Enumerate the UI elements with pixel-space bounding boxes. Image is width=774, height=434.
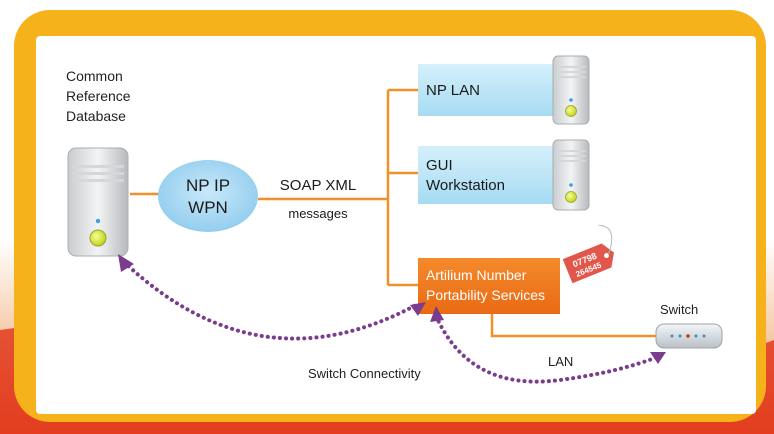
artilium-label-line2: Portability Services (426, 287, 545, 303)
arrowheads (118, 254, 666, 364)
np-ip-wpn-label-line1: NP IP (186, 176, 230, 195)
switch-connectivity-label: Switch Connectivity (308, 366, 421, 381)
connectors (130, 88, 656, 338)
lan-label: LAN (548, 354, 573, 369)
np-lan-box (418, 64, 576, 116)
database-label-line2: Reference (66, 88, 131, 104)
database-server-icon (67, 147, 129, 257)
gui-label-line2: Workstation (426, 177, 505, 194)
artilium-label-line1: Artilium Number (426, 267, 527, 283)
database-label-line3: Database (66, 108, 126, 124)
gui-label-line1: GUI (426, 157, 453, 174)
np-ip-wpn-label-line2: WPN (188, 198, 228, 217)
diagram-panel (36, 36, 756, 414)
soap-label-line1: SOAP XML (280, 177, 356, 194)
switch-device-icon (655, 323, 723, 349)
number-tag-icon (562, 224, 614, 284)
gui-workstation-box (418, 146, 576, 204)
gui-server-icon (552, 139, 590, 211)
switch-connectivity-links (122, 260, 662, 384)
np-ip-wpn-cloud (158, 160, 258, 232)
np-lan-label: NP LAN (426, 82, 480, 99)
artilium-box (418, 258, 560, 314)
switch-label: Switch (660, 302, 698, 317)
soap-label-line2: messages (288, 206, 348, 221)
database-label-line1: Common (66, 68, 123, 84)
np-lan-server-icon (552, 55, 590, 125)
